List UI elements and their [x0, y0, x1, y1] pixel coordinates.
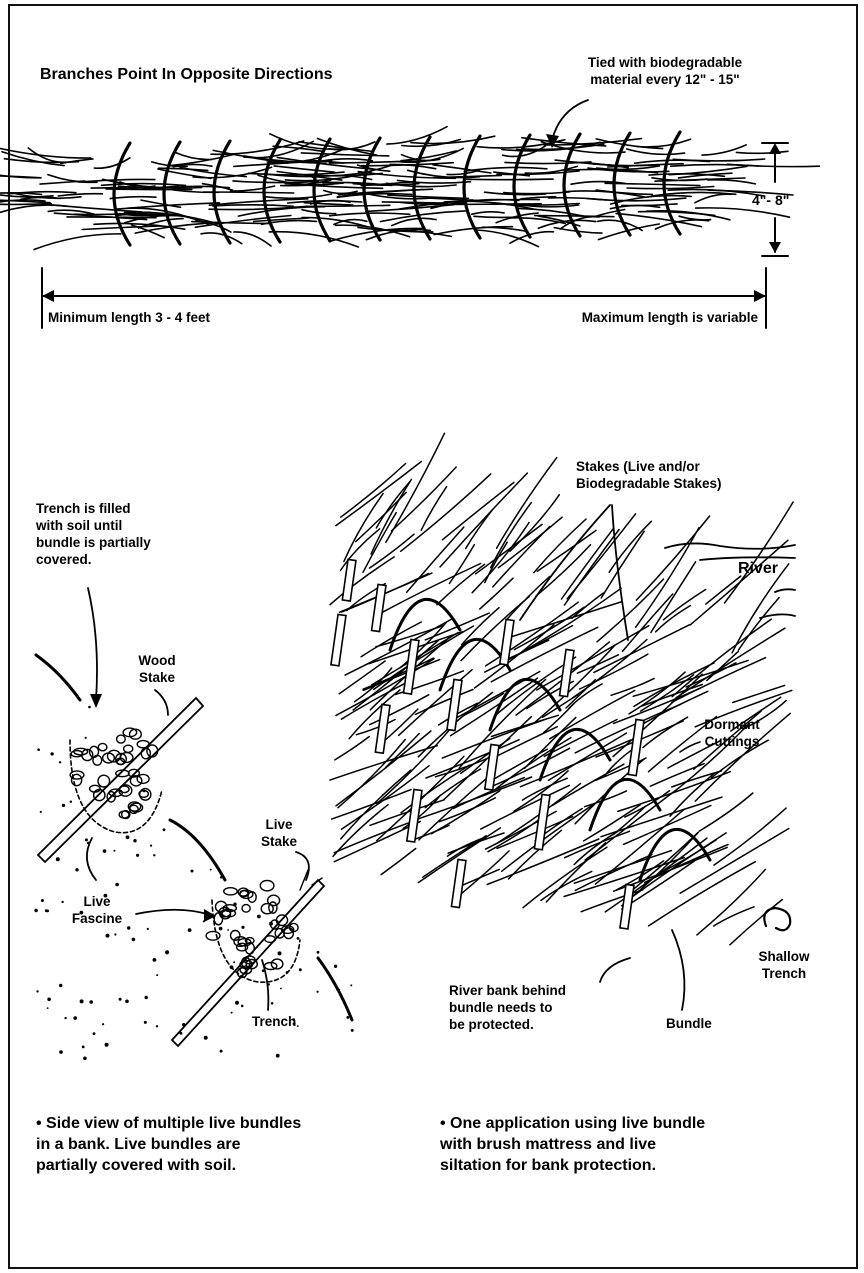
- brush-stroke: [435, 757, 490, 777]
- brush-stroke: [565, 530, 620, 606]
- brush-stroke: [700, 793, 753, 831]
- shallow-trench-symbol: [764, 908, 790, 930]
- brush-stroke: [448, 833, 504, 853]
- brush-stroke: [509, 830, 562, 879]
- brush-stroke: [381, 849, 416, 875]
- brush-stroke: [656, 606, 691, 632]
- brush-stroke: [370, 695, 429, 725]
- stake: [372, 584, 386, 631]
- brush-stroke: [485, 626, 573, 673]
- stake: [620, 884, 634, 929]
- brush-stroke: [407, 527, 464, 592]
- stake: [628, 719, 644, 775]
- brush-stroke: [449, 545, 474, 584]
- brush-stroke: [371, 480, 411, 554]
- brush-stroke: [663, 590, 705, 620]
- stake: [485, 744, 499, 790]
- brush-stroke: [461, 739, 510, 774]
- brush-stroke: [725, 502, 794, 603]
- stake: [447, 679, 462, 730]
- bank-note: River bank behind bundle needs to be pro…: [449, 982, 566, 1033]
- brush-stroke: [437, 564, 485, 604]
- brush-stroke: [341, 770, 411, 839]
- river-label: River: [738, 560, 778, 577]
- brush-stroke: [680, 829, 789, 894]
- brush-stroke: [521, 740, 631, 787]
- brush-stroke: [697, 869, 766, 935]
- brush-stroke: [643, 717, 688, 747]
- stake: [451, 859, 466, 907]
- dormant-cuttings-label: Dormant Cuttings: [692, 716, 772, 750]
- bundle-arc: [390, 599, 460, 650]
- brush-stroke: [335, 737, 370, 760]
- brush-stroke: [562, 528, 614, 599]
- brush-stroke: [525, 717, 576, 768]
- bundle-label: Bundle: [666, 1015, 712, 1032]
- stakes-note: Stakes (Live and/or Biodegradable Stakes…: [576, 458, 722, 492]
- brush-stroke: [333, 805, 388, 857]
- shallow-trench-label: Shallow Trench: [748, 948, 820, 982]
- brush-stroke: [476, 524, 542, 573]
- right-caption: • One application using live bundle with…: [440, 1113, 820, 1176]
- brush-stroke: [459, 851, 510, 896]
- brush-stroke: [574, 832, 617, 865]
- brush-stroke: [492, 748, 570, 786]
- brush-stroke: [386, 734, 420, 768]
- brush-stroke: [524, 588, 621, 651]
- brush-stroke: [566, 680, 595, 708]
- brush-stroke: [732, 564, 789, 653]
- bank-note-leader: [600, 958, 630, 982]
- bundle-arc: [540, 729, 610, 780]
- stake: [331, 614, 346, 665]
- brush-stroke: [690, 540, 788, 625]
- brush-stroke: [714, 907, 754, 926]
- brush-stroke: [523, 847, 607, 907]
- stake: [375, 704, 390, 753]
- brush-stroke: [614, 806, 646, 834]
- brush-stroke: [572, 593, 603, 618]
- brush-stroke: [506, 602, 622, 639]
- brush-stroke: [466, 511, 492, 549]
- brush-stroke: [377, 564, 481, 616]
- brush-stroke: [502, 803, 595, 871]
- brush-stroke: [625, 791, 670, 818]
- brush-stroke: [401, 474, 491, 551]
- brush-stroke: [706, 576, 741, 604]
- bundle-leader: [672, 930, 684, 1010]
- brush-stroke: [442, 482, 514, 539]
- brush-stroke: [370, 534, 415, 568]
- brush-stroke: [672, 619, 771, 696]
- brush-stroke: [730, 900, 782, 945]
- brush-stroke: [633, 660, 748, 696]
- brush-stroke: [601, 531, 644, 598]
